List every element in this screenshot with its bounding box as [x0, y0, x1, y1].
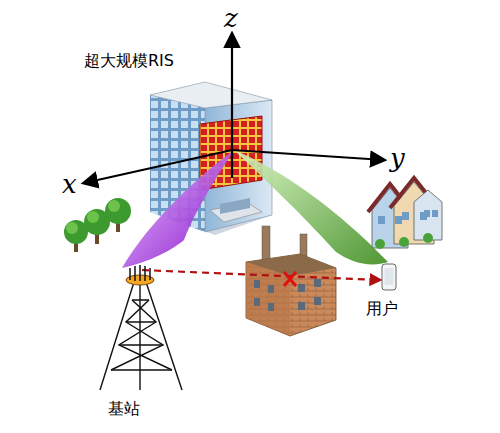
- trees: [64, 198, 131, 252]
- user-phone: [382, 264, 396, 290]
- base-station: [100, 265, 182, 390]
- node-label: 基站: [108, 400, 140, 418]
- axis-label: z: [224, 4, 238, 33]
- node-label: 用户: [366, 300, 398, 318]
- beam-to-user: [234, 150, 388, 264]
- houses: [368, 178, 442, 249]
- block-mark: [284, 272, 296, 286]
- factory: [246, 226, 336, 336]
- axes: [84, 34, 384, 183]
- beam-to-base: [122, 150, 234, 268]
- axis-label: x: [62, 170, 77, 199]
- blocked-link: [142, 270, 380, 280]
- axis-label: y: [390, 144, 405, 173]
- ris-label: 超大规模RIS: [84, 52, 174, 70]
